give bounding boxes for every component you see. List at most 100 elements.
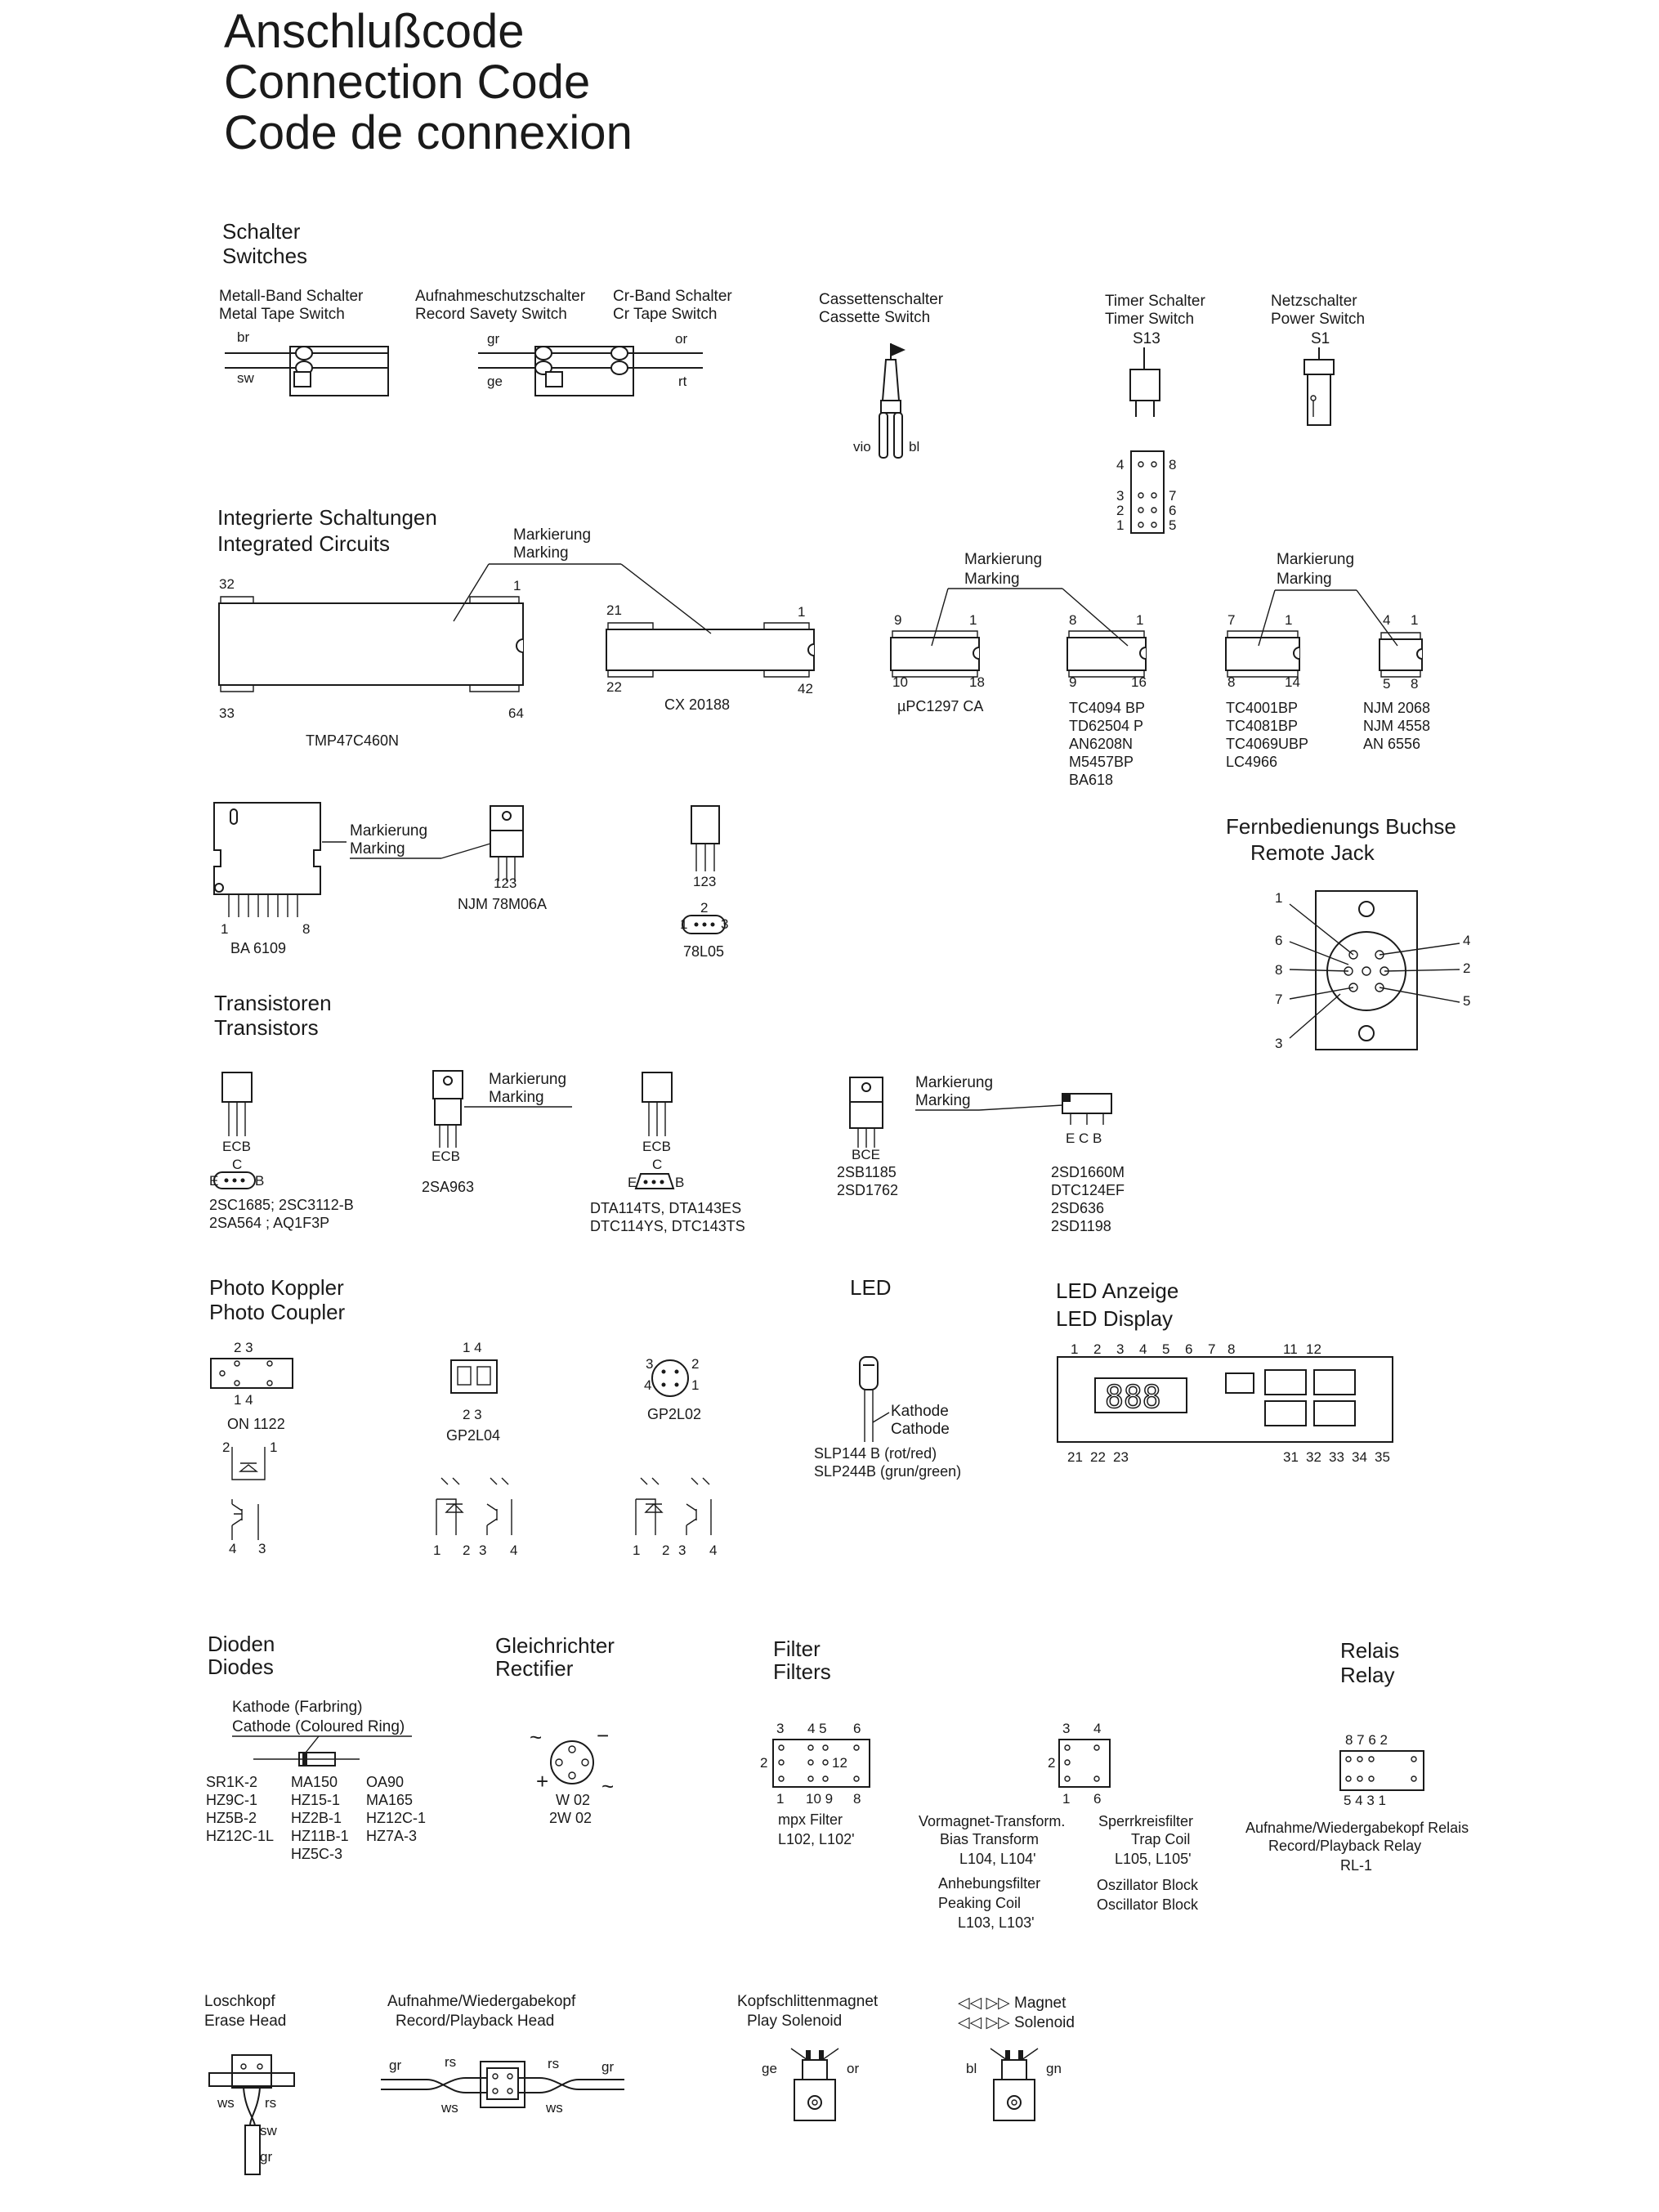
marking-label-de: Markierung [350,822,427,840]
switches-section: Schalter Switches Metall-Band Schalter M… [219,219,1365,534]
timer-pin: 1 [1116,517,1124,533]
rectifier-part-number: 2W 02 [549,1810,592,1826]
diode-part-number: SR1K-2 [206,1774,257,1790]
cathode-label-en: Cathode (Coloured Ring) [232,1718,405,1735]
wire-ge: ge [762,2061,777,2076]
led-heading: LED [850,1275,892,1300]
remote-pin: 1 [1275,890,1282,906]
remote-pin: 4 [1463,933,1470,948]
relay-part-number: RL-1 [1340,1857,1372,1874]
remote-pin: 5 [1463,993,1470,1009]
wire-rs: rs [265,2095,276,2111]
ic-pin: 5 [1383,676,1390,692]
metal-tape-label-de: Metall-Band Schalter [219,288,364,305]
diode-part-number: HZ2B-1 [291,1810,342,1826]
ic-pin: 1 [1411,612,1418,628]
ic-pin: 9 [894,612,901,628]
marking-label-de: Markierung [915,1074,993,1091]
wire-gn: gn [1046,2061,1062,2076]
cassette-switch: Cassettenschalter Cassette Switch vio bl [819,291,944,459]
coupler-pins: 2 3 [234,1340,253,1355]
display-pin: 21 [1067,1449,1083,1465]
relay-heading-en: Relay [1340,1663,1394,1687]
diode-part-number: OA90 [366,1774,404,1790]
rec-head-label-en: Record/Playback Head [396,2013,554,2030]
transistor-part-number: 2SB1185 [837,1164,897,1180]
ic-pin: 8 [1069,612,1076,628]
transistor-pins: ECB [432,1149,460,1164]
ic-pin: 2 [700,900,708,916]
remote-pin: 3 [1275,1036,1282,1051]
ic-heading-en: Integrated Circuits [217,531,390,556]
ic-pins: 123 [494,875,516,891]
ic-part-number: M5457BP [1069,754,1134,770]
coupler-part-number: GP2L02 [647,1406,701,1422]
wire-ws: ws [545,2100,563,2116]
ic-heading-de: Integrierte Schaltungen [217,505,437,530]
erase-head: Loschkopf Erase Head ws rs sw gr [204,1993,295,2175]
seven-seg-display: 888 [1105,1379,1161,1415]
marking-label-en: Marking [915,1092,971,1109]
ic-part-number: TMP47C460N [306,732,399,749]
magnet-label-en: ◁◁ ▷▷ Solenoid [958,2014,1075,2031]
transistor-2sb1185: BCE 2SB1185 2SD1762 Markierung Marking [837,1074,1063,1198]
coupler-pin: 1 [270,1440,277,1455]
ic-part-number: AN 6556 [1363,736,1420,752]
wire-vio: vio [853,439,871,454]
ic-pin: 1 [1136,612,1143,628]
photo-heading-en: Photo Coupler [209,1300,346,1324]
ic-part-number: AN6208N [1069,736,1133,752]
display-pin: 22 [1090,1449,1106,1465]
display-pin: 3 [1116,1341,1124,1357]
photo-coupler-gp2l04: 1 4 2 3 GP2L04 1 2 3 4 [433,1340,517,1558]
transistor-pin: E [628,1175,637,1190]
filter-part-number: L102, L102' [778,1831,855,1847]
title-de: Anschlußcode [224,5,525,58]
coupler-part-number: ON 1122 [227,1416,285,1432]
ic-pin: 22 [606,679,622,695]
timer-pin: 5 [1169,517,1176,533]
coupler-pin: 4 [229,1541,236,1556]
filter-pin: 1 [776,1791,784,1807]
cr-tape-label-de: Cr-Band Schalter [613,288,732,305]
display-pin: 4 [1139,1341,1147,1357]
rectifier-heading-en: Rectifier [495,1656,574,1681]
photo-coupler-on1122: 2 3 1 4 ON 1122 2 1 4 3 [210,1340,293,1556]
switches-heading-en: Switches [222,244,307,268]
marking-label-de: Markierung [1277,551,1354,568]
display-pin: 11 [1283,1341,1298,1357]
play-solenoid: Kopfschlittenmagnet Play Solenoid ge or [737,1993,879,2121]
display-pin: 2 [1093,1341,1101,1357]
ic-pin: 8 [1411,676,1418,692]
timer-switch: Timer Schalter Timer Switch S13 4 3 2 1 … [1105,293,1205,534]
wire-sw: sw [237,370,255,386]
coupler-pins: 1 4 [234,1392,253,1408]
diode-part-number: HZ12C-1 [366,1810,426,1826]
diode-part-number: HZ7A-3 [366,1828,417,1844]
ic-part-number: µPC1297 CA [897,698,983,714]
wire-ws: ws [217,2095,235,2111]
ic-njm78m06a: 123 NJM 78M06A [458,805,547,912]
ic-pin: 1 [680,916,687,932]
ic-pin: 8 [1227,674,1235,690]
photo-coupler-gp2l02: 3 2 4 1 GP2L02 1 2 3 4 [633,1356,717,1558]
wire-or: or [847,2061,859,2076]
ic-part-number: LC4966 [1226,754,1277,770]
ic-part-number: TC4069UBP [1226,736,1308,752]
filters-heading-de: Filter [773,1637,821,1661]
transistor-pin: B [675,1175,684,1190]
record-safety-label-de: Aufnahmeschutzschalter [415,288,586,305]
diode-part-number: HZ15-1 [291,1792,340,1808]
page-title: Anschlußcode Connection Code Code de con… [224,5,633,159]
coupler-pin: 1 [633,1543,640,1558]
filter-part-number: Trap Coil [1131,1831,1190,1847]
transistor-part-number: DTA114TS, DTA143ES [590,1200,741,1216]
ic-pin: 8 [302,921,310,937]
marking-label-en: Marking [350,840,405,857]
ic-upc1297ca: 9 1 10 18 µPC1297 CA [890,612,985,714]
coupler-pin: 1 [691,1377,699,1393]
ic-tmp47c460n: 32 1 33 64 TMP47C460N [218,576,524,749]
power-switch: Netzschalter Power Switch S1 [1271,293,1365,426]
filters-section: Filter Filters 3 4 5 6 2 12 1 10 9 8 mpx… [760,1637,1199,1931]
ic-pin: 14 [1285,674,1300,690]
